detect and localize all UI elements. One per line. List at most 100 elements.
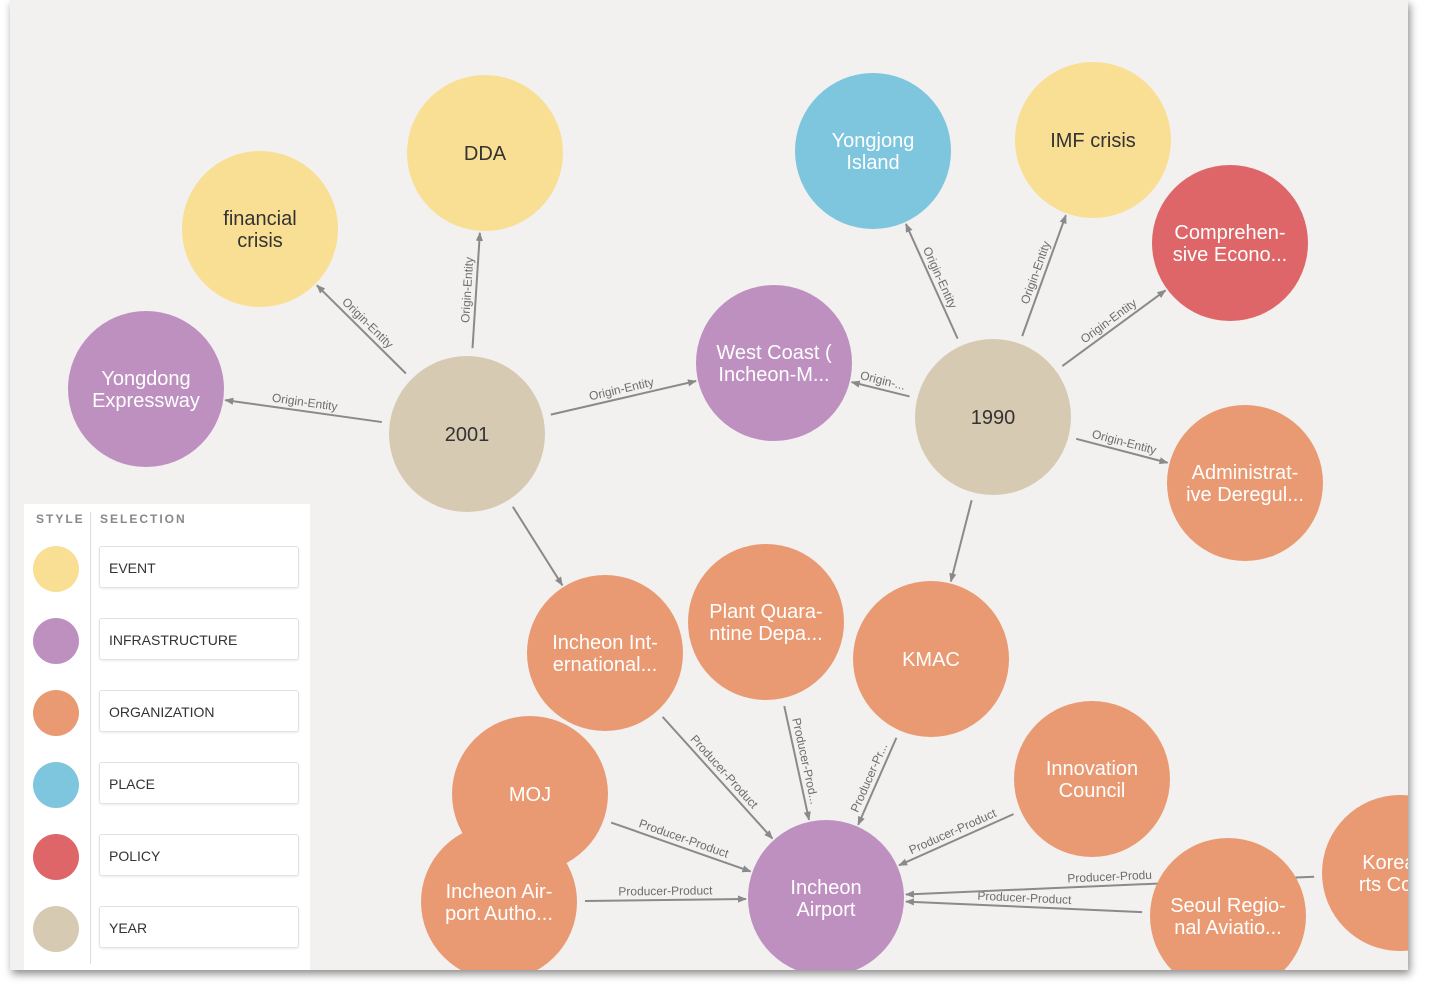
node-admin[interactable]: Administrat-ive Deregul... — [1167, 405, 1323, 561]
edge-y2001-dda[interactable]: Origin-Entity — [458, 231, 483, 349]
node-kmac[interactable]: KMAC — [853, 581, 1009, 737]
edge-line[interactable] — [904, 223, 959, 340]
node-circle[interactable] — [1167, 405, 1323, 561]
edge-label: Origin-Entity — [458, 257, 476, 324]
node-circle[interactable] — [182, 151, 338, 307]
legend-swatch-infrastructure[interactable] — [33, 618, 79, 664]
legend-swatch-year[interactable] — [33, 906, 79, 952]
legend-row-infrastructure[interactable]: INFRASTRUCTURE — [24, 616, 310, 664]
edge-y2001-westcoast[interactable]: Origin-Entity — [550, 375, 697, 416]
node-circle[interactable] — [421, 824, 577, 970]
node-circle[interactable] — [915, 339, 1071, 495]
legend-swatch-policy[interactable] — [33, 834, 79, 880]
edge-plant-airport[interactable]: Producer-Prod... — [783, 705, 822, 821]
node-circle[interactable] — [696, 285, 852, 441]
node-circle[interactable] — [1015, 62, 1171, 218]
legend-selection-year[interactable]: YEAR — [99, 906, 299, 948]
node-plant[interactable]: Plant Quara-ntine Depa... — [688, 544, 844, 700]
node-korea[interactable]: Korea Airts Corpo — [1322, 795, 1408, 951]
node-comprehensive[interactable]: Comprehen-sive Econo... — [1152, 165, 1308, 321]
edge-line[interactable] — [949, 500, 973, 583]
node-seoul[interactable]: Seoul Regio-nal Aviatio... — [1150, 838, 1306, 970]
node-circle[interactable] — [1150, 838, 1306, 970]
node-iaa[interactable]: Incheon Air-port Autho... — [421, 824, 577, 970]
legend-selection-infrastructure[interactable]: INFRASTRUCTURE — [99, 618, 299, 660]
node-y2001[interactable]: 2001 — [389, 356, 545, 512]
node-circle[interactable] — [527, 575, 683, 731]
edge-line[interactable] — [610, 821, 752, 873]
node-circle[interactable] — [1152, 165, 1308, 321]
edge-iiarch-airport[interactable]: Producer-Product — [661, 716, 774, 840]
edge-line[interactable] — [857, 737, 898, 826]
edge-y1990-imf[interactable]: Origin-Entity — [1018, 214, 1067, 337]
edge-y1990-comprehensive[interactable]: Origin-Entity — [1061, 289, 1167, 367]
edge-moj-airport[interactable]: Producer-Product — [610, 816, 752, 873]
edge-label: Origin-Entity — [1018, 239, 1054, 306]
edge-y2001-financial[interactable]: Origin-Entity — [316, 284, 407, 375]
legend-swatch-place[interactable] — [33, 762, 79, 808]
legend-selection-organization[interactable]: ORGANIZATION — [99, 690, 299, 732]
edge-line[interactable] — [550, 379, 697, 416]
edge-line[interactable] — [1061, 289, 1167, 367]
edge-line[interactable] — [850, 380, 910, 398]
node-circle[interactable] — [1322, 795, 1408, 951]
edge-line[interactable] — [905, 898, 1143, 914]
node-circle[interactable] — [407, 75, 563, 231]
edge-line[interactable] — [584, 895, 747, 903]
edge-iaa-airport[interactable]: Producer-Product — [584, 883, 747, 903]
edge-y2001-iiarch[interactable] — [512, 506, 564, 587]
legend-selection-event[interactable]: EVENT — [99, 546, 299, 588]
node-label: Plant Quara-ntine Depa... — [709, 601, 822, 645]
node-circle[interactable] — [853, 581, 1009, 737]
edge-line[interactable] — [1021, 214, 1067, 337]
node-circle[interactable] — [1014, 701, 1170, 857]
legend-selection-policy[interactable]: POLICY — [99, 834, 299, 876]
edge-line[interactable] — [316, 284, 407, 375]
node-imf[interactable]: IMF crisis — [1015, 62, 1171, 218]
legend-swatch-organization[interactable] — [33, 690, 79, 736]
edge-y1990-yongjong[interactable]: Origin-Entity — [904, 223, 960, 340]
edge-label: Producer-Product — [618, 883, 713, 898]
edge-line[interactable] — [471, 231, 483, 349]
edge-seoul-airport[interactable]: Producer-Product — [905, 889, 1143, 914]
legend-selection-place[interactable]: PLACE — [99, 762, 299, 804]
legend-row-organization[interactable]: ORGANIZATION — [24, 688, 310, 736]
edge-line[interactable] — [898, 813, 1014, 867]
node-circle[interactable] — [389, 356, 545, 512]
legend-swatch-event[interactable] — [33, 546, 79, 592]
node-dda[interactable]: DDA — [407, 75, 563, 231]
edge-line[interactable] — [224, 397, 382, 424]
edge-y1990-westcoast[interactable]: Origin-... — [850, 368, 910, 398]
legend-selection-header: SELECTION — [100, 512, 187, 526]
node-circle[interactable] — [68, 311, 224, 467]
node-circle[interactable] — [688, 544, 844, 700]
edge-kmac-airport[interactable]: Producer-Pr... — [848, 737, 898, 826]
edge-y2001-yongdong[interactable]: Origin-Entity — [224, 391, 382, 424]
node-y1990[interactable]: 1990 — [915, 339, 1071, 495]
node-westcoast[interactable]: West Coast (Incheon-M... — [696, 285, 852, 441]
legend-row-policy[interactable]: POLICY — [24, 832, 310, 880]
legend-row-place[interactable]: PLACE — [24, 760, 310, 808]
node-iiarch[interactable]: Incheon Int-ernational... — [527, 575, 683, 731]
edge-line[interactable] — [783, 705, 811, 821]
legend-row-year[interactable]: YEAR — [24, 904, 310, 952]
node-label: MOJ — [509, 784, 551, 806]
legend-row-event[interactable]: EVENT — [24, 544, 310, 592]
edge-y1990-kmac[interactable] — [949, 500, 973, 583]
node-circle[interactable] — [748, 820, 904, 970]
edge-y1990-admin[interactable]: Origin-Entity — [1075, 427, 1169, 465]
node-circle[interactable] — [795, 73, 951, 229]
edge-line[interactable] — [1075, 437, 1169, 465]
edge-line[interactable] — [512, 506, 564, 587]
edge-line[interactable] — [661, 716, 774, 840]
edge-innovation-airport[interactable]: Producer-Product — [898, 806, 1014, 867]
